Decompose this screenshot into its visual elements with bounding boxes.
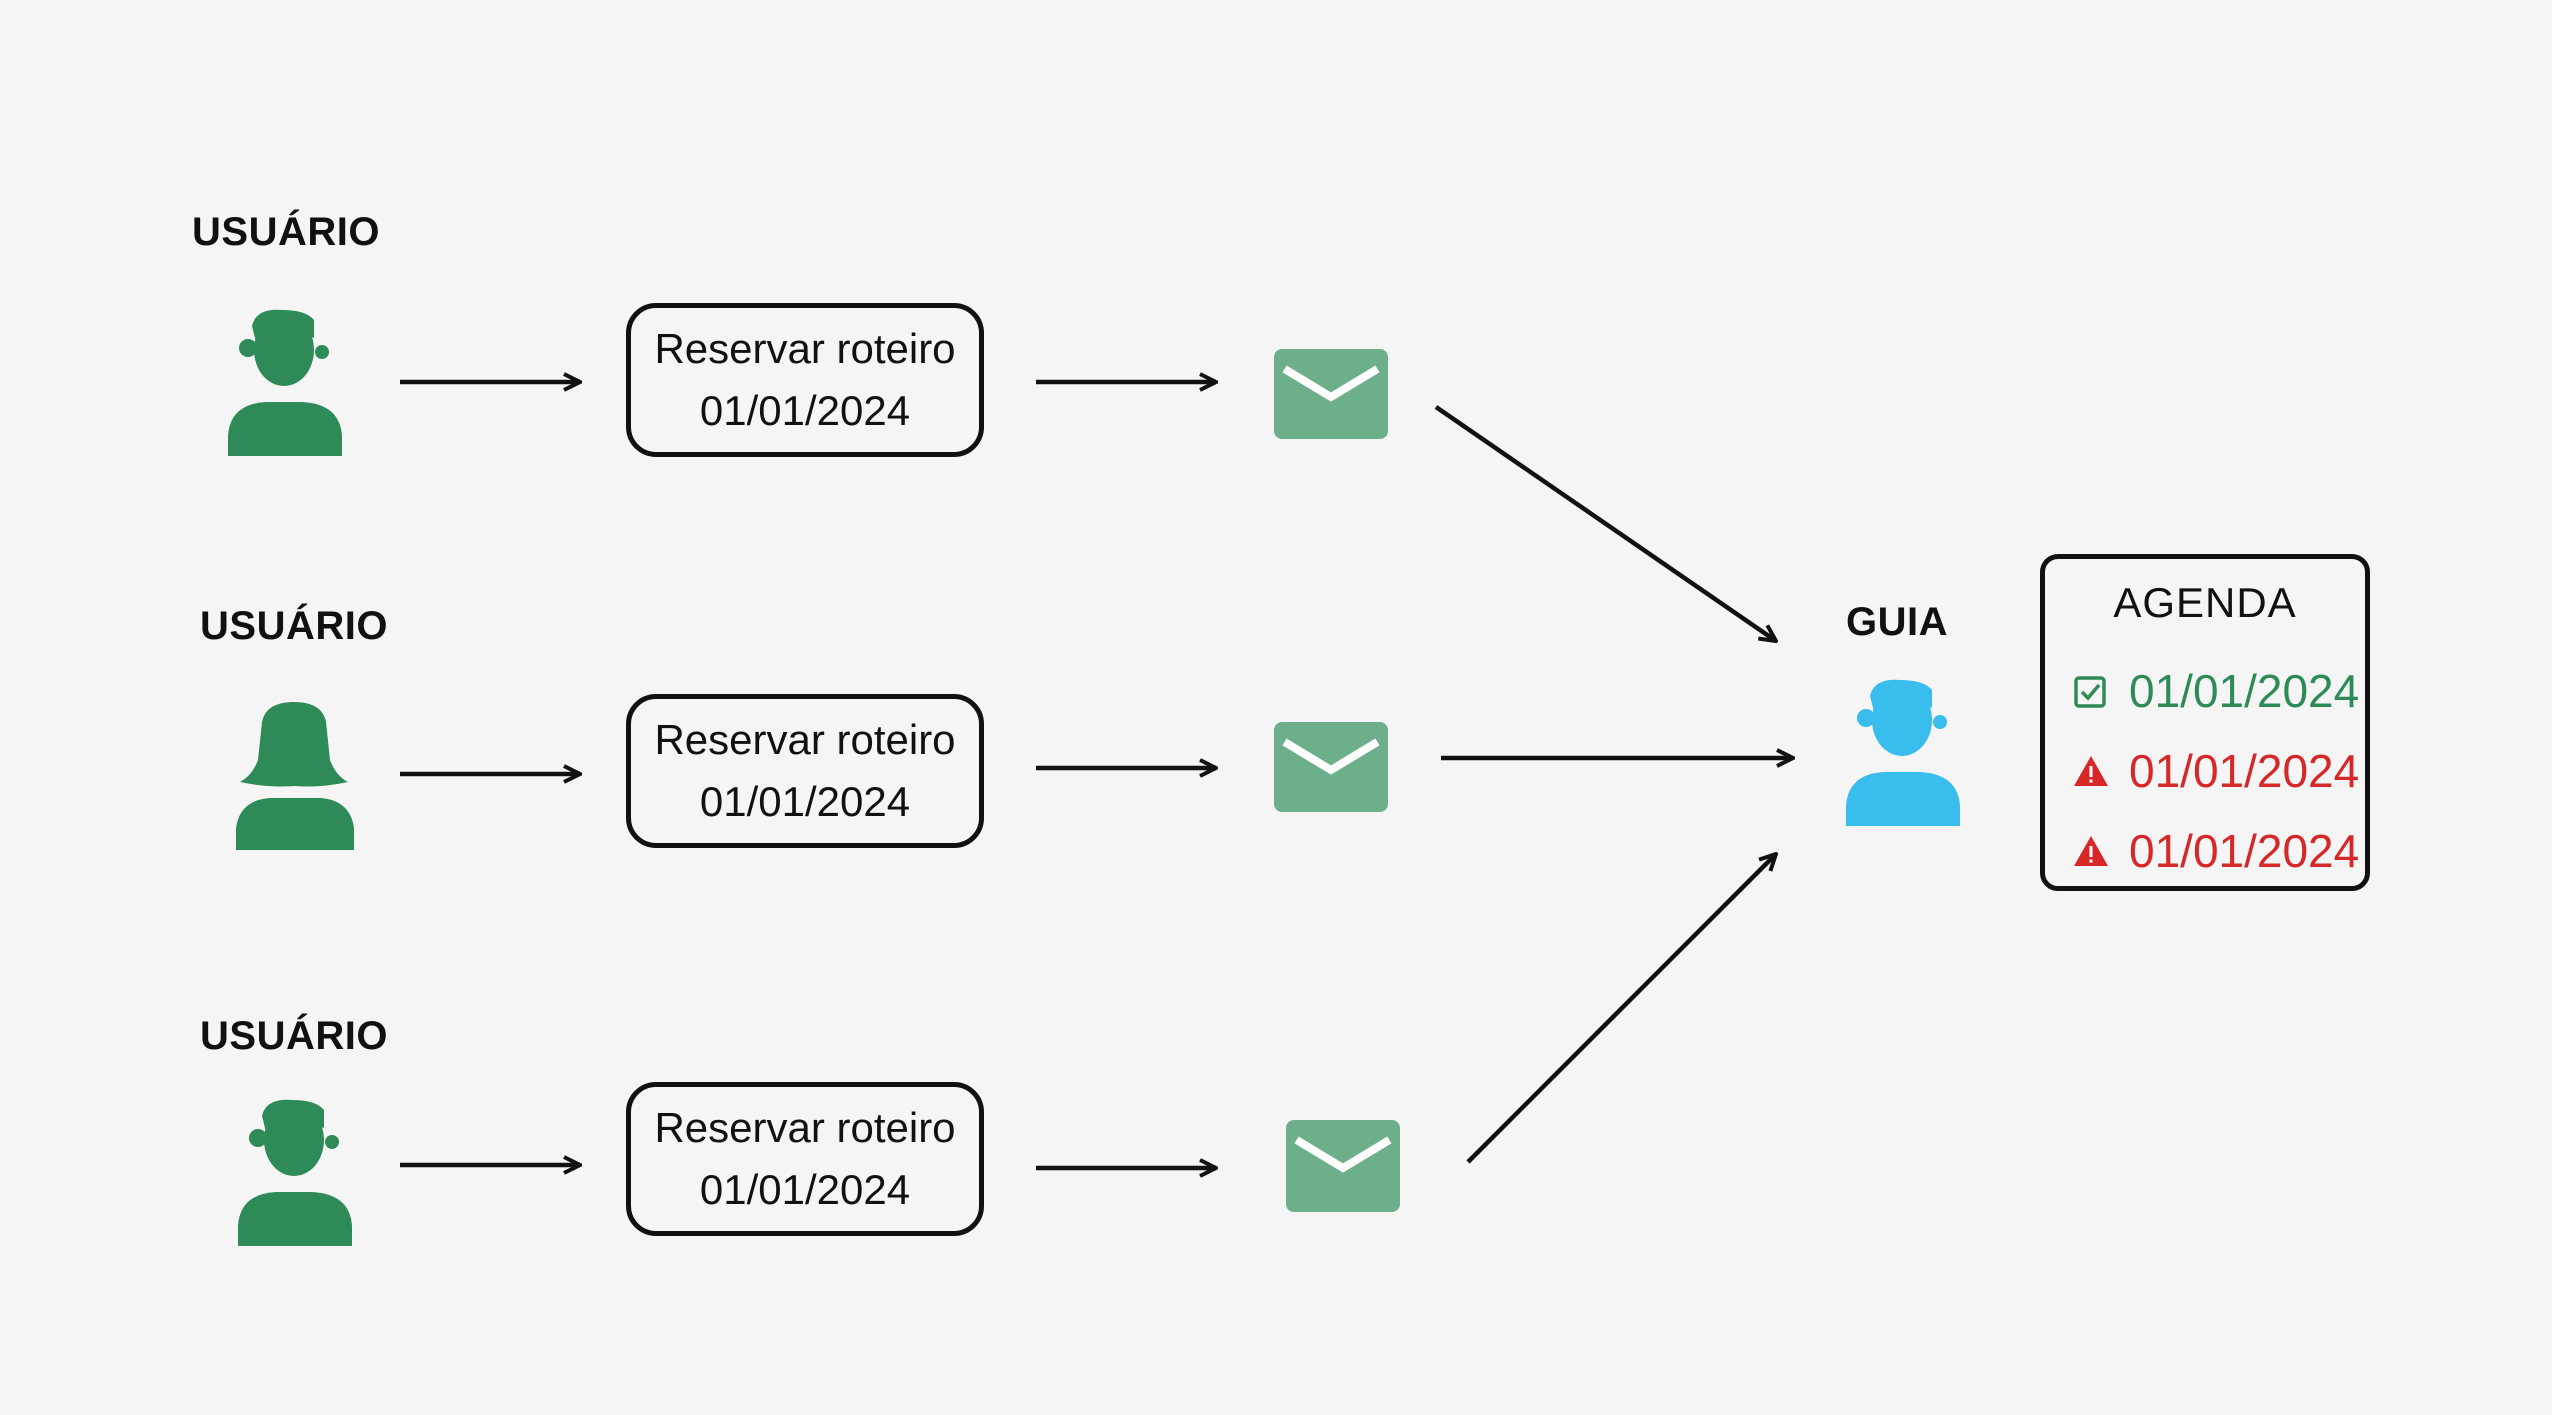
male-user-icon (228, 309, 342, 456)
agenda-date: 01/01/2024 (2129, 745, 2360, 797)
request-box[interactable]: Reservar roteiro 01/01/2024 (626, 1082, 984, 1236)
envelope-icon (1274, 722, 1388, 812)
agenda-entry-confirmed[interactable]: 01/01/2024 (2071, 661, 2359, 721)
request-title: Reservar roteiro (654, 1104, 956, 1151)
agenda-date: 01/01/2024 (2129, 825, 2360, 877)
agenda-title: AGENDA (2113, 579, 2297, 626)
request-date: 01/01/2024 (699, 1166, 911, 1213)
agenda-panel: AGENDA 01/01/2024 01/01/2024 01/01/2024 (2040, 554, 2370, 891)
request-title: Reservar roteiro (654, 325, 956, 372)
user-label: USUÁRIO (200, 1014, 388, 1058)
request-title: Reservar roteiro (654, 716, 956, 763)
agenda-entry-conflict[interactable]: 01/01/2024 (2071, 821, 2359, 881)
user-label: USUÁRIO (192, 210, 380, 254)
warning-icon (2074, 756, 2108, 786)
arrow-mail3-to-guide (1466, 854, 1776, 1164)
warning-icon (2074, 836, 2108, 866)
checkbox-icon (2074, 676, 2106, 708)
agenda-date: 01/01/2024 (2129, 665, 2360, 717)
agenda-entry-conflict[interactable]: 01/01/2024 (2071, 741, 2359, 801)
user-label: USUÁRIO (200, 604, 388, 648)
request-box[interactable]: Reservar roteiro 01/01/2024 (626, 694, 984, 848)
arrow-mail1-to-guide (1434, 405, 1776, 641)
female-user-icon (236, 702, 354, 850)
envelope-icon (1274, 349, 1388, 439)
request-date: 01/01/2024 (699, 387, 911, 434)
request-date: 01/01/2024 (699, 778, 911, 825)
guide-user-icon (1846, 679, 1960, 826)
male-user-icon (238, 1099, 352, 1246)
guide-label: GUIA (1846, 600, 1948, 644)
request-box[interactable]: Reservar roteiro 01/01/2024 (626, 303, 984, 457)
envelope-icon (1286, 1120, 1400, 1212)
